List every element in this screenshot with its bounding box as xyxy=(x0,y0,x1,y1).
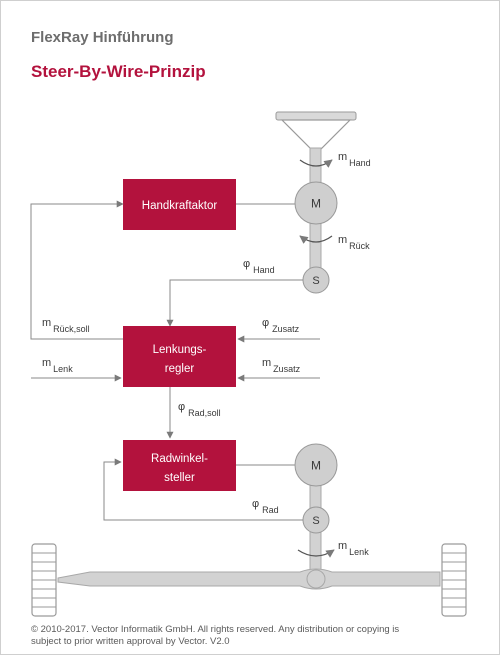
motor-top-label: M xyxy=(311,197,321,211)
page-title: Steer-By-Wire-Prinzip xyxy=(31,62,206,81)
sensor-top-label: S xyxy=(312,275,319,287)
footer-line-1: © 2010-2017. Vector Informatik GmbH. All… xyxy=(31,624,400,635)
radwinkelsteller-label-2: steller xyxy=(164,472,195,484)
header-title: FlexRay Hinführung xyxy=(31,29,174,46)
handkraftaktor-label: Handkraftaktor xyxy=(142,200,218,212)
motor-bottom xyxy=(294,443,338,487)
radwinkelsteller-label-1: Radwinkel- xyxy=(151,453,208,465)
copyright-footer: © 2010-2017. Vector Informatik GmbH. All… xyxy=(31,624,471,648)
wheel-right xyxy=(441,543,467,617)
motor-bottom-label: M xyxy=(311,459,321,473)
lenkungsregler-label-1: Lenkungs- xyxy=(153,344,207,356)
lenkungsregler-label-2: regler xyxy=(165,363,195,375)
steering-wheel xyxy=(275,111,357,151)
torque-arrow-hand xyxy=(299,159,333,168)
torque-arrow-lenk xyxy=(297,549,335,558)
radwinkelsteller-block xyxy=(123,440,236,491)
handkraftaktor-block xyxy=(123,179,236,230)
torque-arrow-rueck xyxy=(299,235,333,244)
lenkungsregler-block xyxy=(123,326,236,387)
front-axle xyxy=(57,568,441,590)
sensor-bottom-label: S xyxy=(312,515,319,527)
wheel-left xyxy=(31,543,57,617)
footer-line-2: subject to prior written approval by Vec… xyxy=(31,636,230,647)
motor-top xyxy=(294,181,338,225)
